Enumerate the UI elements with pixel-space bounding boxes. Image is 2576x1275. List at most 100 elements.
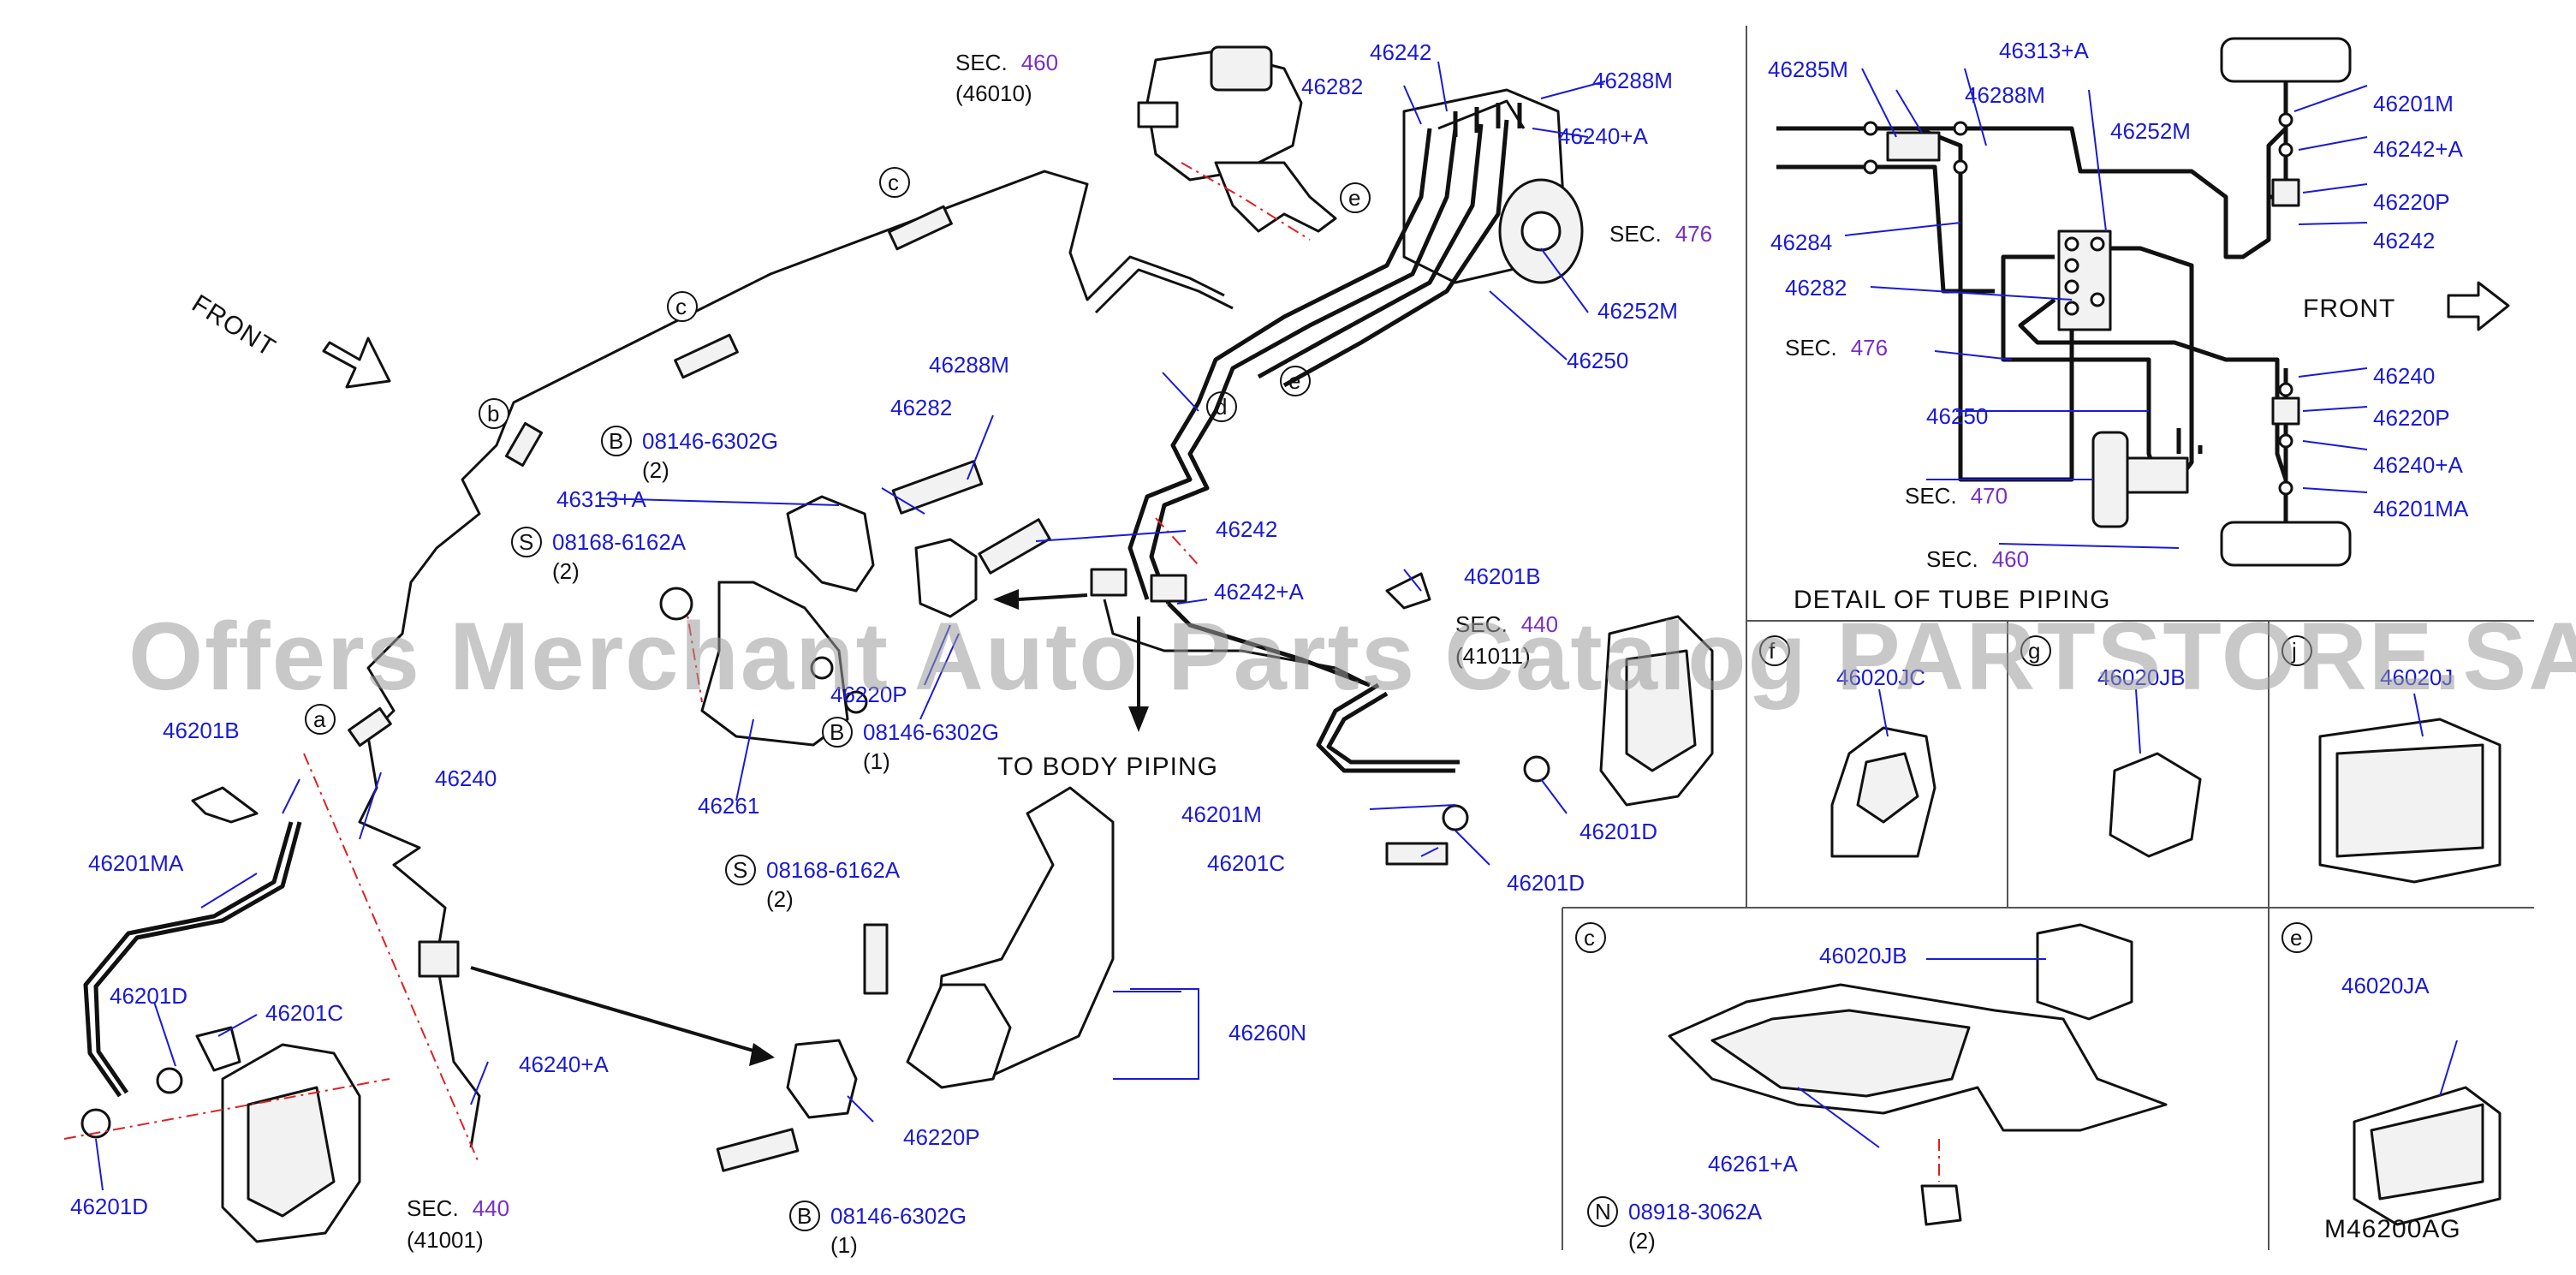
section-references: SEC.460 (46010) SEC.476 SEC.440 (41011) … [407, 50, 2029, 1253]
fastener-n1: N 08918-3062A (2) [1587, 1196, 1763, 1254]
marker-c-1 [879, 167, 910, 198]
part-number-labels: 46242 46282 46288M 46240+A 46252M 46250 … [70, 38, 2469, 1219]
part-label: 46313+A [1999, 38, 2089, 63]
svg-text:b: b [487, 401, 499, 426]
route-markers: c c b a d e e [305, 167, 1371, 748]
to-body-piping-arrow: TO BODY PIPING [993, 589, 1218, 781]
part-label: 46242+A [1214, 579, 1304, 605]
svg-text:SEC.476: SEC.476 [1785, 335, 1888, 360]
part-label: 46260N [1229, 1020, 1306, 1046]
marker-e-2 [1340, 182, 1371, 213]
part-label: 46240+A [519, 1052, 609, 1077]
svg-text:B: B [609, 428, 623, 454]
part-label: 46242+A [2373, 136, 2463, 162]
part-label: 46201C [1207, 850, 1285, 876]
svg-text:a: a [313, 706, 326, 732]
right-caliper-hose [1316, 572, 1714, 866]
detail-brackets: c e [1575, 922, 2502, 1226]
abs-actuator [1127, 88, 1584, 605]
part-label: 46240+A [1558, 123, 1648, 149]
connectors-mid [1090, 517, 1371, 688]
svg-text:08146-6302G: 08146-6302G [642, 428, 778, 454]
part-label: 46288M [929, 352, 1009, 378]
part-label: 46220P [830, 682, 907, 707]
svg-text:08168-6162A: 08168-6162A [766, 857, 901, 883]
svg-text:SEC.460: SEC.460 [955, 50, 1058, 75]
part-label: 46282 [1301, 74, 1363, 99]
svg-text:SEC.440: SEC.440 [1455, 611, 1558, 637]
svg-text:j: j [2291, 638, 2297, 664]
svg-text:(1): (1) [863, 748, 890, 774]
part-label: 46250 [1567, 348, 1628, 373]
svg-text:e: e [2290, 925, 2302, 950]
svg-text:(2): (2) [642, 457, 669, 483]
svg-text:g: g [2028, 638, 2040, 664]
part-label: 46250 [1926, 403, 1988, 429]
marker-a [305, 704, 336, 735]
svg-text:(2): (2) [552, 558, 580, 584]
part-label: 46284 [1770, 229, 1832, 255]
part-label: 46288M [1592, 68, 1673, 93]
svg-text:N: N [1595, 1199, 1611, 1224]
marker-c-detail [1575, 922, 1606, 953]
part-label: 46220P [2373, 189, 2450, 215]
leader-lines [95, 61, 2458, 1191]
part-label: 46201B [163, 718, 240, 743]
svg-text:S: S [519, 529, 533, 555]
fastener-b3: B 08146-6302G (1) [789, 1201, 967, 1258]
part-label: 46220P [2373, 405, 2450, 431]
part-label: 46201B [1464, 563, 1541, 589]
front-direction-arrow-detail-icon [2447, 281, 2510, 331]
part-label: 46242 [1216, 516, 1277, 542]
main-brake-pipe [358, 170, 1234, 1148]
part-label: 46020JB [1819, 943, 1907, 968]
part-label: 46201M [2373, 91, 2454, 116]
master-cylinder [1137, 45, 1337, 241]
fastener-b2: B 08146-6302G (1) [822, 717, 999, 774]
diagram-code: M46200AG [2324, 1215, 2461, 1243]
marker-g [2020, 635, 2051, 666]
part-label: 46020JC [1836, 664, 1925, 690]
bracket-46260N [418, 786, 1115, 1172]
brackets-mid [659, 460, 1051, 747]
part-label: 46240 [2373, 363, 2435, 389]
detail-clips: f g j [1759, 635, 2502, 884]
svg-text:(2): (2) [766, 886, 794, 912]
part-label: 46261 [698, 793, 759, 819]
svg-text:e: e [1348, 185, 1360, 211]
part-label: 46201MA [88, 850, 184, 876]
marker-c-2 [667, 291, 698, 322]
svg-text:SEC.470: SEC.470 [1905, 483, 2008, 509]
fastener-s1: S 08168-6162A (2) [511, 527, 687, 584]
svg-text:(2): (2) [1628, 1228, 1656, 1254]
svg-text:f: f [1769, 638, 1776, 664]
svg-text:08146-6302G: 08146-6302G [863, 719, 999, 745]
part-label: 46201C [265, 1000, 343, 1026]
svg-text:08918-3062A: 08918-3062A [1628, 1199, 1763, 1224]
left-caliper-hose [63, 753, 480, 1243]
watermark-text: Offers Merchant Auto Parts Catalog PARTS… [128, 603, 2576, 710]
part-label: 46201D [70, 1194, 148, 1219]
part-label: 46201D [1507, 870, 1585, 896]
to-body-piping-label: TO BODY PIPING [997, 753, 1218, 781]
part-label: 46201D [1580, 819, 1657, 844]
fastener-callouts: B 08146-6302G (2) S 08168-6162A (2) B 08… [511, 426, 1763, 1258]
part-label: 46201MA [2373, 496, 2469, 521]
part-label: 46252M [1597, 298, 1678, 324]
marker-e-detail [2282, 922, 2312, 953]
part-label: 46261+A [1708, 1151, 1798, 1177]
part-label: 46201D [110, 983, 187, 1009]
svg-text:B: B [830, 719, 844, 745]
part-label: 46282 [890, 395, 952, 420]
detail-frames [1562, 26, 2534, 1250]
part-label: 46220P [903, 1124, 980, 1150]
detail-of-tube-piping-title: DETAIL OF TUBE PIPING [1794, 586, 2111, 614]
svg-text:(1): (1) [830, 1232, 858, 1258]
part-label: 46285M [1768, 57, 1848, 82]
part-label: 46242 [1370, 39, 1431, 65]
part-label: 46201M [1181, 801, 1262, 827]
front-label-detail: FRONT [2303, 295, 2395, 323]
svg-text:S: S [733, 857, 747, 883]
